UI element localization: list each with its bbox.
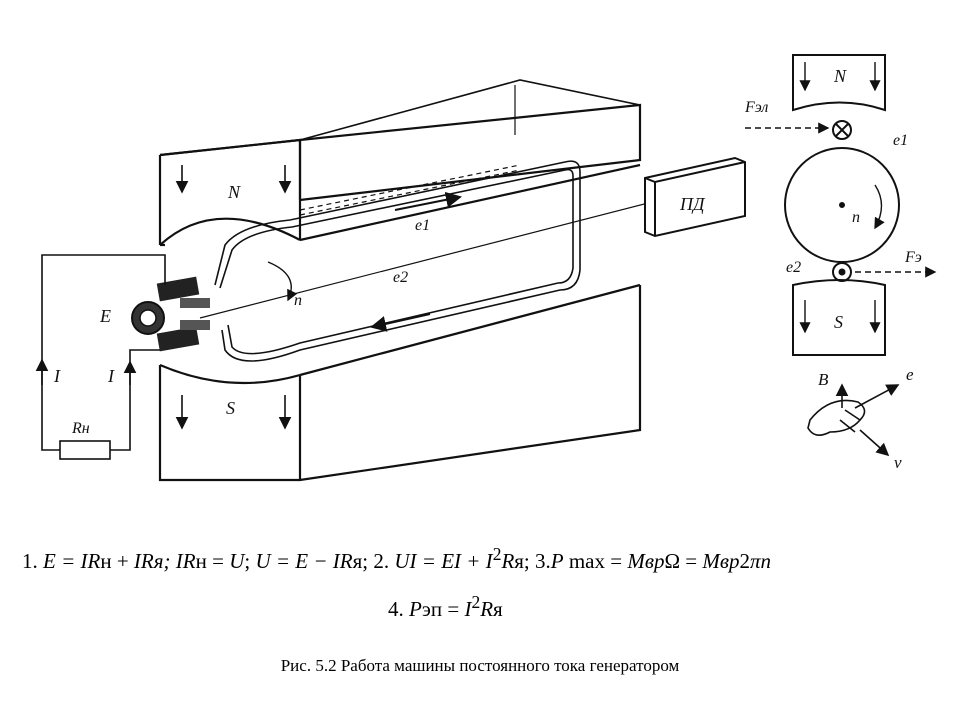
figure-caption: Рис. 5.2 Работа машины постоянного тока … — [280, 656, 680, 675]
formula-line-2: 4. Pэп = I2Rя — [388, 592, 503, 621]
drive-motor — [644, 156, 746, 238]
load-resistor-label: Rн — [71, 420, 90, 437]
side-south-label: S — [834, 312, 843, 332]
south-pole-label: S — [226, 398, 235, 418]
e2-label: e2 — [393, 269, 408, 286]
e-vector — [854, 384, 900, 409]
side-e2-label: e2 — [786, 259, 801, 276]
current-label-left: I — [53, 366, 61, 386]
north-pole-magnet — [158, 79, 642, 247]
e2-current-arrow — [370, 313, 431, 332]
north-pole-label: N — [227, 182, 241, 202]
external-circuit — [41, 254, 166, 460]
b-vector-label: B — [818, 370, 829, 389]
side-north-label: N — [833, 66, 847, 86]
e1-current-arrow — [394, 191, 462, 211]
e1-label: e1 — [415, 217, 430, 234]
current-label-right: I — [107, 366, 115, 386]
rotation-arc — [267, 261, 298, 302]
formula-line-1: 1. E = IRн + IRя; IRн = U; U = E − IRя; … — [22, 544, 772, 573]
v-vector-label: v — [894, 453, 902, 472]
emf-label: E — [99, 306, 111, 326]
side-e1-label: e1 — [893, 132, 908, 149]
right-hand-rule — [807, 399, 866, 436]
force-label-bottom: Fэ — [904, 249, 922, 266]
dc-generator-diagram: N S e1 e2 n E I I Rн — [35, 54, 937, 482]
side-rotation-label: n — [852, 209, 860, 226]
force-label-top: Fэл — [744, 99, 768, 116]
south-pole-magnet — [158, 283, 642, 482]
v-vector — [859, 429, 890, 457]
side-view — [784, 54, 900, 356]
rotation-label: n — [294, 292, 302, 309]
drive-motor-label: ПД — [679, 194, 706, 214]
shaft-axis — [199, 199, 661, 319]
side-rotation-arc — [874, 184, 885, 230]
commutator — [131, 276, 210, 352]
e-vector-label: e — [906, 365, 914, 384]
